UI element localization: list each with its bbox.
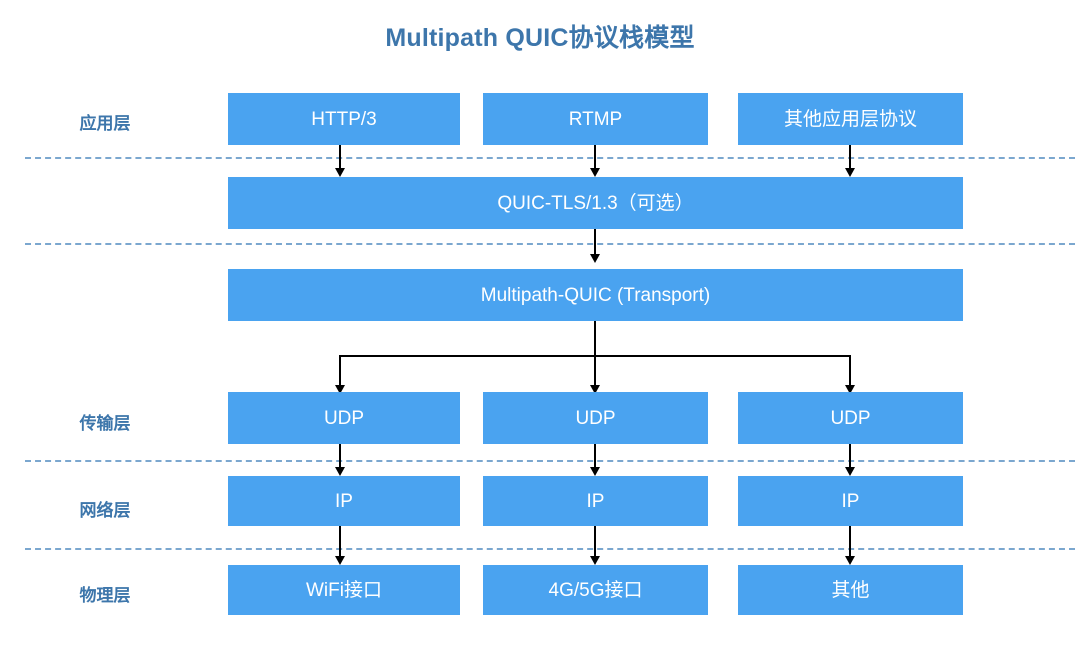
box-quic-tls[interactable]: QUIC-TLS/1.3（可选）	[228, 177, 963, 229]
box-udp-3[interactable]: UDP	[738, 392, 963, 444]
divider-transport-network	[25, 460, 1075, 462]
connector-udp2-to-ip2	[594, 444, 596, 470]
layer-label-transport: 传输层	[79, 414, 131, 433]
divider-network-physical	[25, 548, 1075, 550]
box-ip-3[interactable]: IP	[738, 476, 963, 526]
connector-bus-to-udp-3	[849, 355, 851, 388]
box-other-interface[interactable]: 其他	[738, 565, 963, 615]
divider-application-security	[25, 157, 1075, 159]
connector-bus-to-udp-1	[339, 355, 341, 388]
box-udp-1[interactable]: UDP	[228, 392, 460, 444]
connector-rtmp-to-quictls	[594, 145, 596, 171]
connector-ip1-to-wifi	[339, 526, 341, 558]
arrowhead-ip1-to-wifi	[335, 556, 345, 565]
arrowhead-ip2-to-cellular	[590, 556, 600, 565]
box-rtmp[interactable]: RTMP	[483, 93, 708, 145]
arrowhead-ip3-to-other	[845, 556, 855, 565]
connector-ip3-to-other	[849, 526, 851, 558]
arrowhead-bus-to-udp-1	[335, 385, 345, 394]
connector-quictls-to-mpquic	[594, 229, 596, 257]
arrowhead-otherapp-to-quictls	[845, 168, 855, 177]
arrowhead-rtmp-to-quictls	[590, 168, 600, 177]
connector-mpquic-stem	[594, 321, 596, 355]
layer-label-network: 网络层	[79, 501, 131, 520]
page-title: Multipath QUIC协议栈模型	[385, 24, 695, 52]
connector-ip2-to-cellular	[594, 526, 596, 558]
box-ip-1[interactable]: IP	[228, 476, 460, 526]
arrowhead-udp3-to-ip3	[845, 467, 855, 476]
connector-udp3-to-ip3	[849, 444, 851, 470]
arrowhead-http3-to-quictls	[335, 168, 345, 177]
connector-bus-to-udp-2	[594, 355, 596, 388]
arrowhead-quictls-to-mpquic	[590, 254, 600, 263]
arrowhead-bus-to-udp-2	[590, 385, 600, 394]
box-multipath-quic[interactable]: Multipath-QUIC (Transport)	[228, 269, 963, 321]
connector-http3-to-quictls	[339, 145, 341, 171]
layer-label-physical: 物理层	[79, 586, 131, 605]
layer-label-application: 应用层	[79, 114, 131, 133]
box-udp-2[interactable]: UDP	[483, 392, 708, 444]
box-ip-2[interactable]: IP	[483, 476, 708, 526]
box-other-app-protocols[interactable]: 其他应用层协议	[738, 93, 963, 145]
box-cellular-interface[interactable]: 4G/5G接口	[483, 565, 708, 615]
arrowhead-udp2-to-ip2	[590, 467, 600, 476]
connector-udp1-to-ip1	[339, 444, 341, 470]
arrowhead-udp1-to-ip1	[335, 467, 345, 476]
box-http3[interactable]: HTTP/3	[228, 93, 460, 145]
box-wifi-interface[interactable]: WiFi接口	[228, 565, 460, 615]
connector-otherapp-to-quictls	[849, 145, 851, 171]
divider-security-transport	[25, 243, 1075, 245]
arrowhead-bus-to-udp-3	[845, 385, 855, 394]
